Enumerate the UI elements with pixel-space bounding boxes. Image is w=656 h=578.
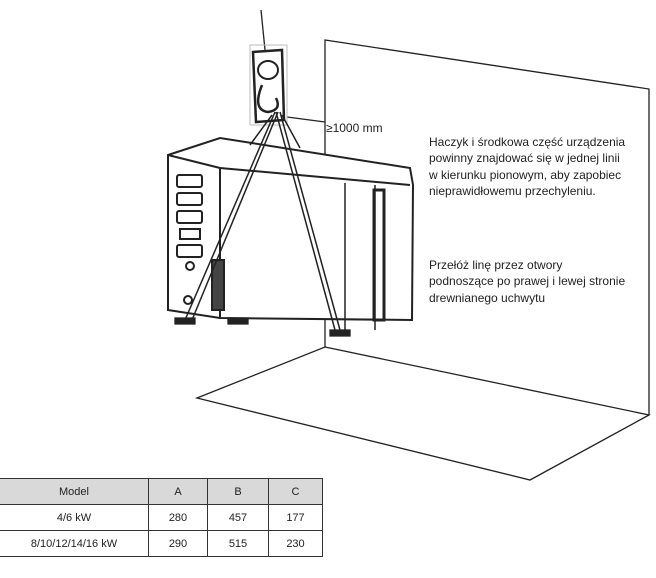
cell-b: 457 [207, 504, 269, 531]
cell-a: 280 [148, 504, 208, 531]
cell-a: 290 [148, 530, 208, 557]
table-row: 4/6 kW 280 457 177 [0, 504, 323, 531]
cell-b: 515 [207, 530, 269, 557]
header-a: A [148, 478, 208, 505]
table-row: 8/10/12/14/16 kW 290 515 230 [0, 530, 323, 557]
instruction-alignment: Haczyk i środkowa część urządzenia powin… [429, 135, 626, 198]
hook-icon [249, 9, 288, 126]
header-model: Model [0, 478, 149, 505]
table-header-row: Model A B C [0, 478, 323, 505]
lifting-ropes [184, 111, 341, 331]
clearance-label: ≥1000 mm [326, 121, 383, 135]
cell-c: 177 [268, 504, 323, 531]
header-c: C [268, 478, 323, 505]
cell-model: 8/10/12/14/16 kW [0, 530, 149, 557]
dimensions-table: Model A B C 4/6 kW 280 457 177 8/10/12/1… [0, 478, 323, 557]
outdoor-unit-icon [167, 136, 415, 337]
instruction-rope: Przełóż linę przez otwory podnoszące po … [429, 258, 626, 305]
cell-model: 4/6 kW [0, 504, 149, 531]
cell-c: 230 [268, 530, 323, 557]
floor [194, 346, 651, 481]
header-b: B [207, 478, 269, 505]
clearance-line [286, 116, 326, 123]
